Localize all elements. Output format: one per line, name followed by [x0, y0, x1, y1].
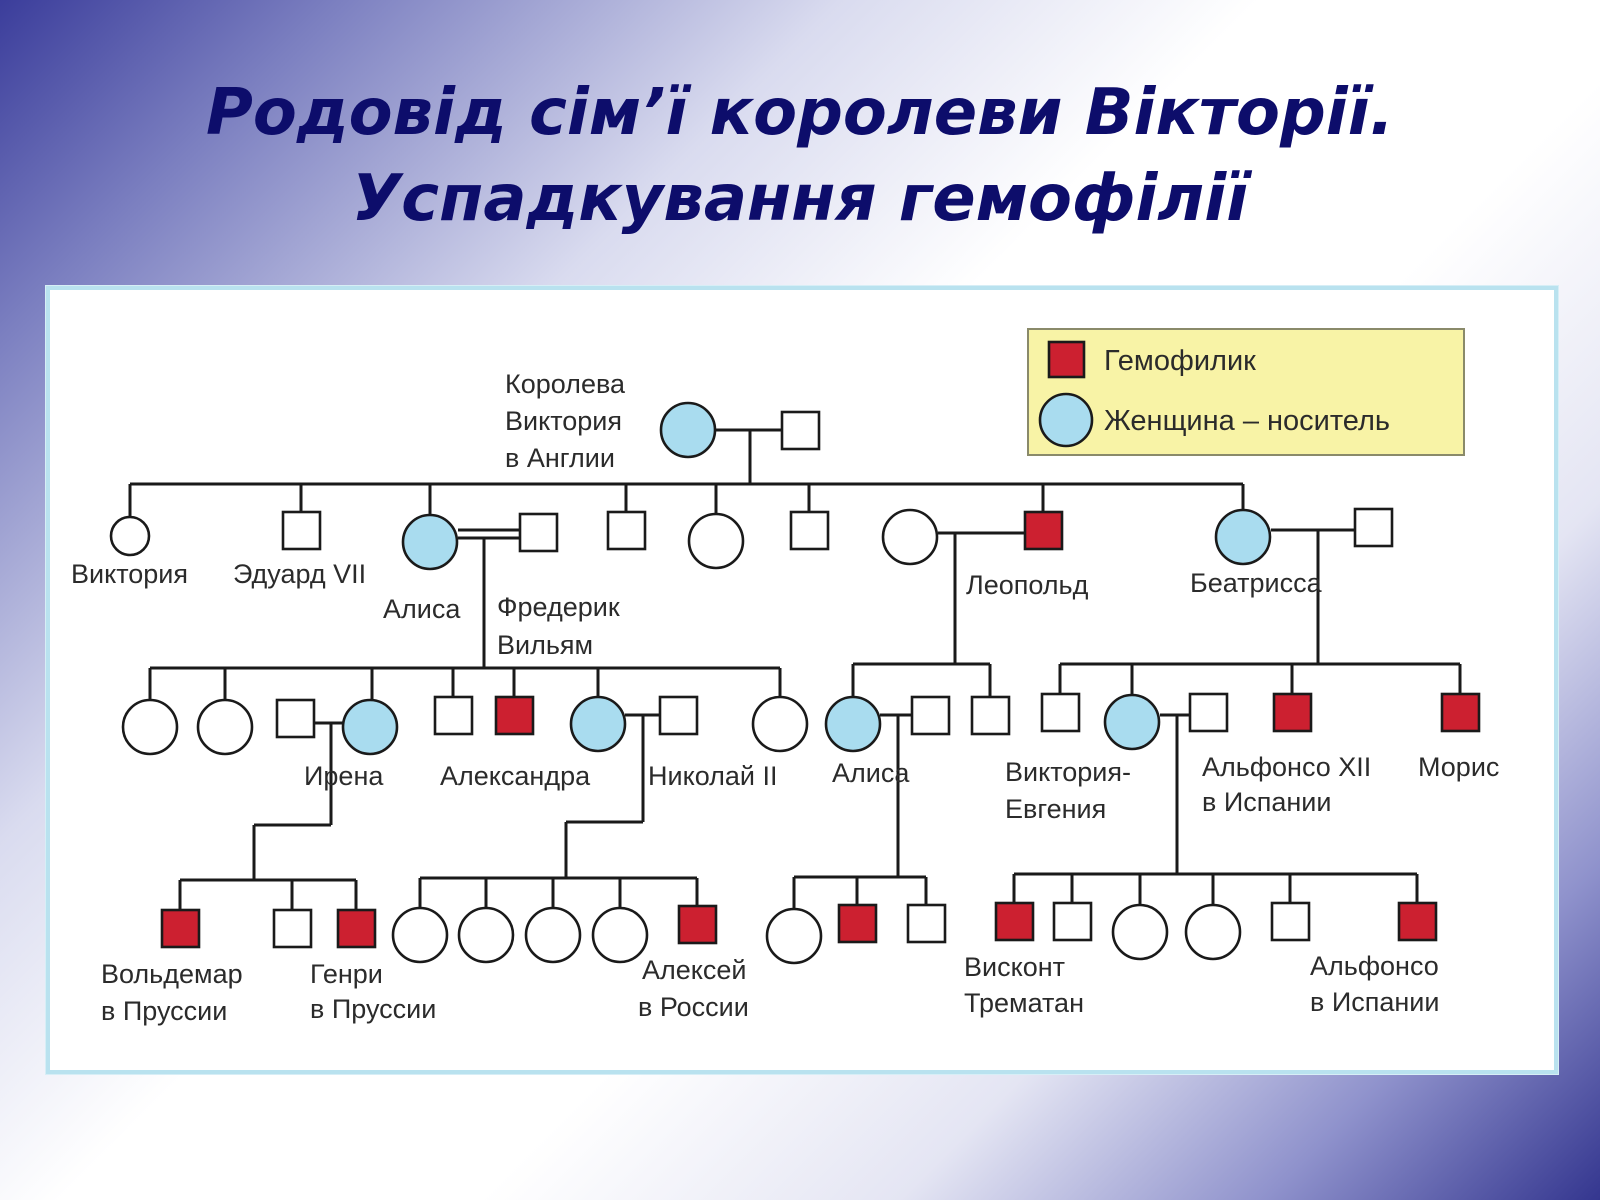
alice-label: Алиса: [383, 594, 461, 624]
leopold-label: Леопольд: [966, 570, 1089, 600]
maurice-label: Морис: [1418, 752, 1499, 782]
frederick-label-1: Фредерик: [497, 592, 620, 622]
alexei-label-1: Алексей: [642, 955, 747, 985]
legend-carrier-label: Женщина – носитель: [1104, 405, 1390, 437]
irena-son-symbol: [272, 908, 313, 949]
page-title-line-2: Успадкування гемофілії: [351, 162, 1249, 236]
spanish-daughter-symbol: [1111, 903, 1169, 961]
son-symbol: [606, 510, 647, 551]
beatrice-husband-symbol: [1353, 507, 1394, 548]
beatrice-hemophiliac-son-symbol: [1272, 692, 1313, 733]
spanish-son-symbol: [1052, 901, 1093, 942]
frederick-label-2: Вильям: [497, 630, 593, 660]
irena-label: Ирена: [304, 761, 384, 791]
spanish-daughter-symbol: [1184, 903, 1242, 961]
alice-hemophiliac-son-gen4-symbol: [837, 903, 878, 944]
victoria-eugenie-label-1: Виктория-: [1005, 757, 1131, 787]
romanov-daughter-symbol: [591, 906, 649, 964]
legend-box: [1027, 328, 1465, 456]
waldemar-label-1: Вольдемар: [101, 959, 243, 989]
henry-label-2: в Пруссии: [310, 994, 436, 1024]
victoria-label: Виктория: [71, 559, 188, 589]
waldemar-label-2: в Пруссии: [101, 996, 227, 1026]
alice-daughter-symbol: [196, 698, 254, 756]
alice-son-symbol: [433, 695, 474, 736]
legend-carrier-symbol: [1038, 392, 1094, 448]
alice-husband-symbol: [910, 695, 951, 736]
henry-symbol: [336, 908, 377, 949]
alexei-label-2: в России: [638, 992, 749, 1022]
maurice-symbol: [1440, 692, 1481, 733]
alice-son-gen4-symbol: [906, 903, 947, 944]
prince-albert-symbol: [780, 410, 821, 451]
alexei-symbol: [677, 904, 718, 945]
romanov-daughter-symbol: [391, 906, 449, 964]
queen-victoria-label-1: Королева: [505, 369, 626, 399]
daughter-symbol: [687, 512, 745, 570]
alexandra-symbol: [569, 695, 627, 753]
beatrice-symbol: [1214, 508, 1272, 566]
pedigree-lines: [128, 428, 1462, 912]
alfonso-xii-label-1: Альфонсо XII: [1202, 752, 1371, 782]
viscount-label-1: Висконт: [964, 952, 1065, 982]
alexandra-label: Александра: [440, 761, 591, 791]
alice-gen3-label: Алиса: [832, 758, 910, 788]
legend-hemophiliac-label: Гемофилик: [1104, 345, 1256, 377]
alfonso-label-2: в Испании: [1310, 987, 1439, 1017]
alice-granddaughter-symbol: [824, 695, 882, 753]
henry-label-1: Генри: [310, 959, 383, 989]
alfonso-label-1: Альфонсо: [1310, 951, 1439, 981]
alfonso-xii-label-2: в Испании: [1202, 787, 1331, 817]
alice-daughter-symbol: [121, 698, 179, 756]
victoria-daughter-symbol: [109, 515, 151, 557]
legend-hemophiliac-symbol: [1047, 340, 1086, 379]
son-symbol: [789, 510, 830, 551]
spanish-son-symbol: [1270, 901, 1311, 942]
nicholas-ii-symbol: [658, 695, 699, 736]
alice-symbol: [401, 513, 459, 571]
queen-victoria-symbol: [659, 401, 717, 459]
leopold-son-symbol: [970, 695, 1011, 736]
alice-daughter-symbol: [751, 695, 809, 753]
romanov-daughter-symbol: [524, 906, 582, 964]
victoria-eugenie-symbol: [1103, 693, 1161, 751]
victoria-eugenie-label-2: Евгения: [1005, 794, 1106, 824]
beatrice-son-symbol: [1040, 692, 1081, 733]
alfonso-symbol: [1397, 901, 1438, 942]
irena-husband-symbol: [275, 698, 316, 739]
queen-victoria-label-2: Виктория: [505, 406, 622, 436]
irena-symbol: [341, 698, 399, 756]
viscount-label-2: Трематан: [964, 988, 1084, 1018]
leopold-wife-symbol: [881, 508, 939, 566]
edward-vii-label: Эдуард VII: [233, 559, 366, 589]
page-title-line-1: Родовід сім’ї королеви Вікторії.: [206, 76, 1394, 150]
leopold-symbol: [1023, 510, 1064, 551]
legend: Гемофилик Женщина – носитель: [1027, 328, 1465, 456]
beatrice-label: Беатрисса: [1190, 568, 1323, 598]
edward-vii-symbol: [281, 510, 322, 551]
viscount-trematon-symbol: [994, 901, 1035, 942]
waldemar-symbol: [160, 908, 201, 949]
alfonso-xii-symbol: [1188, 692, 1229, 733]
nicholas-ii-label: Николай II: [648, 761, 777, 791]
frederick-william-symbol: [518, 512, 559, 553]
queen-victoria-label-3: в Англии: [505, 443, 615, 473]
alice-daughter-gen4-symbol: [765, 907, 823, 965]
romanov-daughter-symbol: [457, 906, 515, 964]
alice-hemophiliac-son-symbol: [494, 695, 535, 736]
